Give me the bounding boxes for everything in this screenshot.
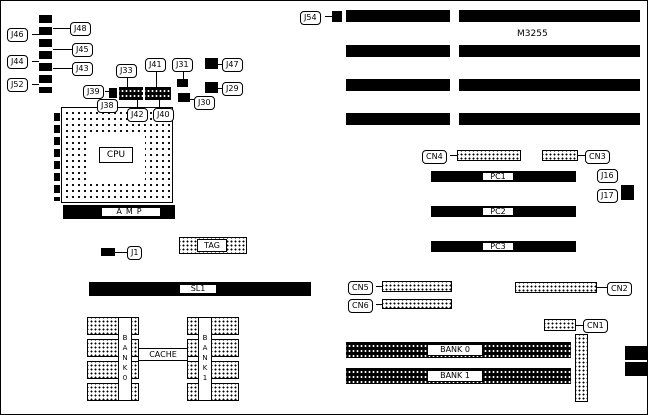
pointer-line xyxy=(127,77,128,87)
isa-slot xyxy=(346,113,450,125)
sl1-label: SL1 xyxy=(179,284,217,294)
isa-slot xyxy=(459,79,640,91)
label-cn6: CN6 xyxy=(348,299,373,313)
cn4-connector xyxy=(457,150,521,161)
isa-slot xyxy=(346,79,450,91)
label-j48: J48 xyxy=(70,22,91,36)
label-j17: J17 xyxy=(597,189,618,203)
pc2-label: PC2 xyxy=(482,207,514,216)
label-j46: J46 xyxy=(7,28,28,42)
label-j39: J39 xyxy=(83,85,104,99)
isa-slot xyxy=(459,113,640,125)
cache-bank0-label: BANK0 xyxy=(118,317,132,401)
pointer-line xyxy=(32,61,39,62)
label-j43: J43 xyxy=(72,62,93,76)
label-j41: J41 xyxy=(145,58,166,72)
pointer-line xyxy=(578,155,585,156)
label-j30: J30 xyxy=(194,96,215,110)
isa-slot xyxy=(346,45,450,57)
vrm-strip xyxy=(54,113,60,201)
pointer-line xyxy=(325,16,332,17)
jumper-block xyxy=(119,87,143,100)
pointer-line xyxy=(159,100,160,108)
pointer-line xyxy=(218,64,222,65)
pointer-line xyxy=(53,28,70,29)
keyboard-connector xyxy=(625,362,647,376)
cn3-connector xyxy=(542,150,578,161)
label-j38: J38 xyxy=(97,99,118,113)
label-cn4: CN4 xyxy=(422,150,447,164)
pointer-line xyxy=(53,68,72,69)
bank0-label: BANK 0 xyxy=(427,344,483,356)
jumper-strip xyxy=(39,15,52,93)
label-cn1: CN1 xyxy=(583,319,608,333)
pointer-line xyxy=(190,99,194,100)
label-j47: J47 xyxy=(222,58,243,72)
pointer-line xyxy=(32,84,39,85)
label-j40: J40 xyxy=(153,108,174,122)
cache-chip xyxy=(187,383,239,401)
label-j52: J52 xyxy=(7,78,28,92)
label-cn2: CN2 xyxy=(607,282,632,296)
pointer-line xyxy=(53,49,72,50)
label-j54: J54 xyxy=(300,11,321,25)
pointer-line xyxy=(597,287,607,288)
label-j45: J45 xyxy=(72,43,93,57)
cache-chip xyxy=(187,361,239,379)
pointer-line xyxy=(376,304,382,305)
cache-bank1-label: BANK1 xyxy=(198,317,212,401)
label-j29: J29 xyxy=(222,82,243,96)
cn1-connector xyxy=(544,319,576,331)
cpu-label: CPU xyxy=(99,147,133,163)
keyboard-connector xyxy=(625,346,647,360)
cn2-connector xyxy=(515,282,597,293)
j17-connector xyxy=(621,185,634,200)
pointer-line xyxy=(137,100,138,108)
jumper-block xyxy=(109,88,117,98)
label-j16: J16 xyxy=(597,169,618,183)
pointer-line xyxy=(183,71,184,79)
pointer-line xyxy=(105,91,109,92)
isa-slot xyxy=(346,10,450,22)
pointer-line xyxy=(450,155,457,156)
label-j31: J31 xyxy=(172,58,193,72)
isa-slot xyxy=(459,45,640,57)
cache-label: CACHE xyxy=(138,348,188,361)
pointer-line xyxy=(376,286,382,287)
pointer-line xyxy=(576,325,583,326)
pointer-line xyxy=(218,88,222,89)
pointer-line xyxy=(156,71,157,87)
jumper-block xyxy=(177,79,188,87)
label-j44: J44 xyxy=(7,55,28,69)
jumper-block xyxy=(145,87,171,100)
pointer-line xyxy=(115,252,127,253)
model-number: M3255 xyxy=(517,29,548,39)
jumper-block xyxy=(178,93,190,102)
j1-connector xyxy=(101,248,115,256)
cache-chip xyxy=(187,317,239,335)
label-cn5: CN5 xyxy=(348,281,373,295)
j54-connector xyxy=(332,11,342,22)
label-j42: J42 xyxy=(127,108,148,122)
pc1-label: PC1 xyxy=(482,172,514,181)
label-j1: J1 xyxy=(127,246,143,260)
isa-slot xyxy=(459,10,640,22)
amp-label: AMP xyxy=(101,207,161,217)
bank1-label: BANK 1 xyxy=(427,370,483,382)
pc3-label: PC3 xyxy=(482,242,514,251)
jumper-block xyxy=(205,58,218,69)
pointer-line xyxy=(32,34,39,35)
jumper-block xyxy=(205,82,218,93)
tag-label: TAG xyxy=(197,239,227,252)
cache-chip xyxy=(187,339,239,357)
cn6-connector xyxy=(382,299,452,309)
label-cn3: CN3 xyxy=(585,150,610,164)
label-j33: J33 xyxy=(116,64,137,78)
cn5-connector xyxy=(382,281,452,292)
power-connector xyxy=(575,334,588,402)
